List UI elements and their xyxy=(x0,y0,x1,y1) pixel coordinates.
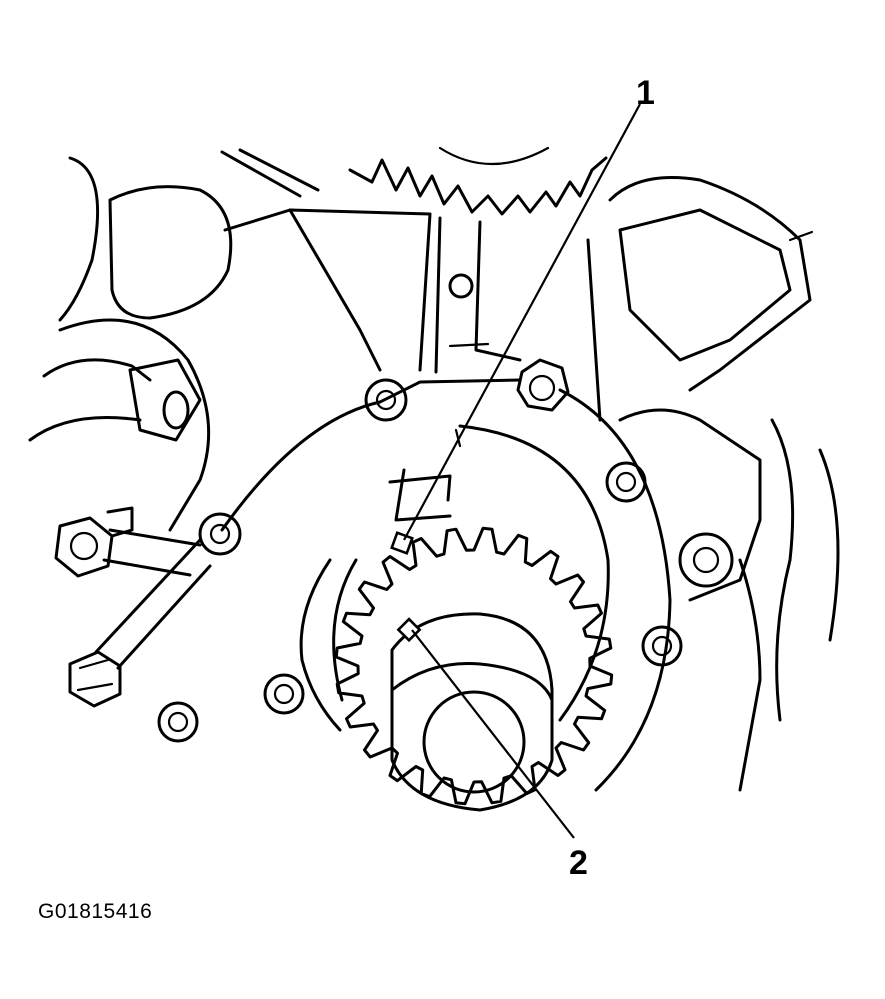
leader-line-1 xyxy=(403,103,641,541)
figure-code: G01815416 xyxy=(38,900,153,923)
right-block xyxy=(586,176,840,792)
leader-line-2 xyxy=(411,629,575,839)
left-side-casting xyxy=(28,318,211,577)
timing-mark-crankshaft xyxy=(396,617,422,643)
callout-label-2: 2 xyxy=(569,844,588,882)
crank-sprocket xyxy=(299,526,614,806)
washer-cover-lower-right xyxy=(641,625,683,667)
dowel-right xyxy=(678,532,734,588)
washer-lower-2 xyxy=(263,673,305,715)
washer-cover-left xyxy=(198,512,242,556)
crankshaft-hub xyxy=(390,612,554,812)
washer-cover-right xyxy=(605,461,647,503)
hex-bolt-lower-left xyxy=(68,538,212,708)
left-upper-housing xyxy=(58,148,320,322)
front-cover xyxy=(220,378,672,792)
upper-sprocket xyxy=(348,146,608,216)
timing-mark-sprocket xyxy=(390,531,414,555)
hex-bolt-top-right xyxy=(516,358,570,412)
callout-label-1: 1 xyxy=(636,74,655,112)
hex-bolt-left xyxy=(54,506,134,578)
washer-lower-1 xyxy=(157,701,199,743)
washer-cover-top xyxy=(364,378,408,422)
center-casting xyxy=(288,208,522,374)
